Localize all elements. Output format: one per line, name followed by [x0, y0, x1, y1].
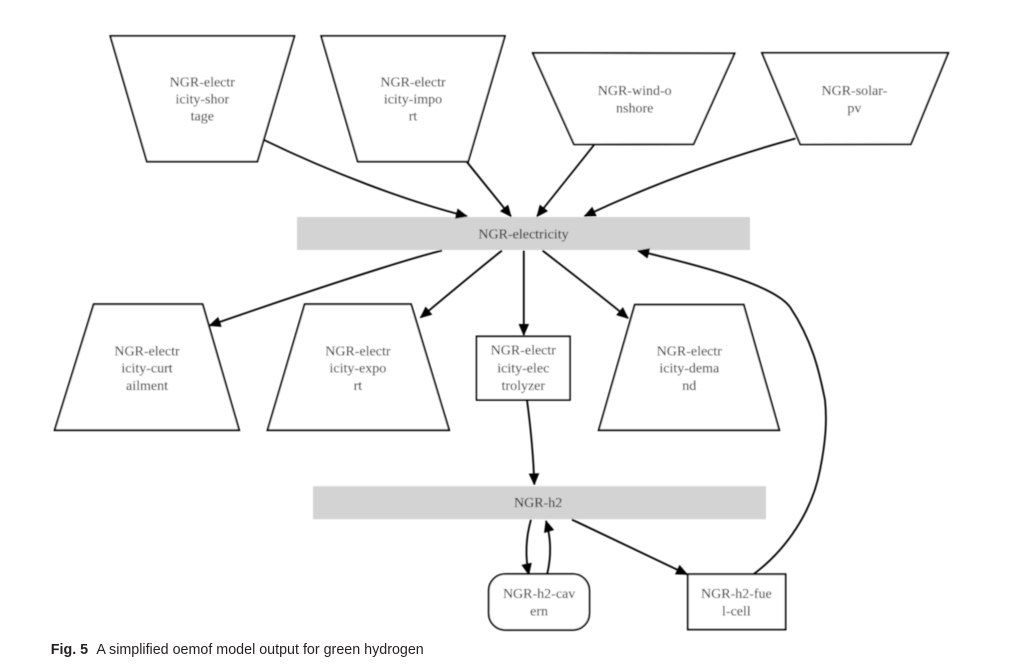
svg-text:NGR-electr: NGR-electr	[491, 344, 557, 359]
svg-text:trolyzer: trolyzer	[502, 379, 546, 394]
svg-text:Fig. 5 A simplified oemof mode: Fig. 5 A simplified oemof model output f…	[51, 642, 424, 658]
svg-text:pv: pv	[847, 101, 861, 116]
svg-text:NGR-electricity: NGR-electricity	[478, 228, 568, 243]
svg-text:l-cell: l-cell	[722, 605, 751, 620]
svg-text:icity-dema: icity-dema	[659, 362, 720, 377]
svg-text:rt: rt	[409, 110, 418, 125]
svg-text:ailment: ailment	[126, 379, 168, 394]
svg-text:rt: rt	[354, 379, 363, 394]
svg-text:NGR-h2: NGR-h2	[514, 496, 562, 511]
svg-text:icity-curt: icity-curt	[121, 362, 172, 377]
svg-text:NGR-electr: NGR-electr	[657, 345, 723, 360]
svg-text:NGR-electr: NGR-electr	[380, 75, 446, 90]
svg-text:NGR-solar-: NGR-solar-	[821, 84, 887, 99]
svg-text:ern: ern	[530, 605, 548, 620]
svg-text:icity-elec: icity-elec	[497, 362, 549, 377]
svg-text:nd: nd	[682, 379, 696, 394]
svg-text:NGR-wind-o: NGR-wind-o	[598, 84, 672, 99]
svg-text:NGR-electr: NGR-electr	[114, 345, 180, 360]
svg-text:nshore: nshore	[616, 101, 653, 116]
svg-text:icity-expo: icity-expo	[330, 362, 387, 377]
svg-text:icity-impo: icity-impo	[384, 92, 442, 107]
svg-text:NGR-electr: NGR-electr	[170, 75, 236, 90]
svg-text:NGR-h2-fue: NGR-h2-fue	[701, 587, 772, 602]
svg-text:icity-shor: icity-shor	[175, 92, 229, 107]
svg-text:tage: tage	[191, 110, 214, 125]
svg-text:NGR-electr: NGR-electr	[325, 345, 391, 360]
svg-text:NGR-h2-cav: NGR-h2-cav	[503, 587, 575, 602]
